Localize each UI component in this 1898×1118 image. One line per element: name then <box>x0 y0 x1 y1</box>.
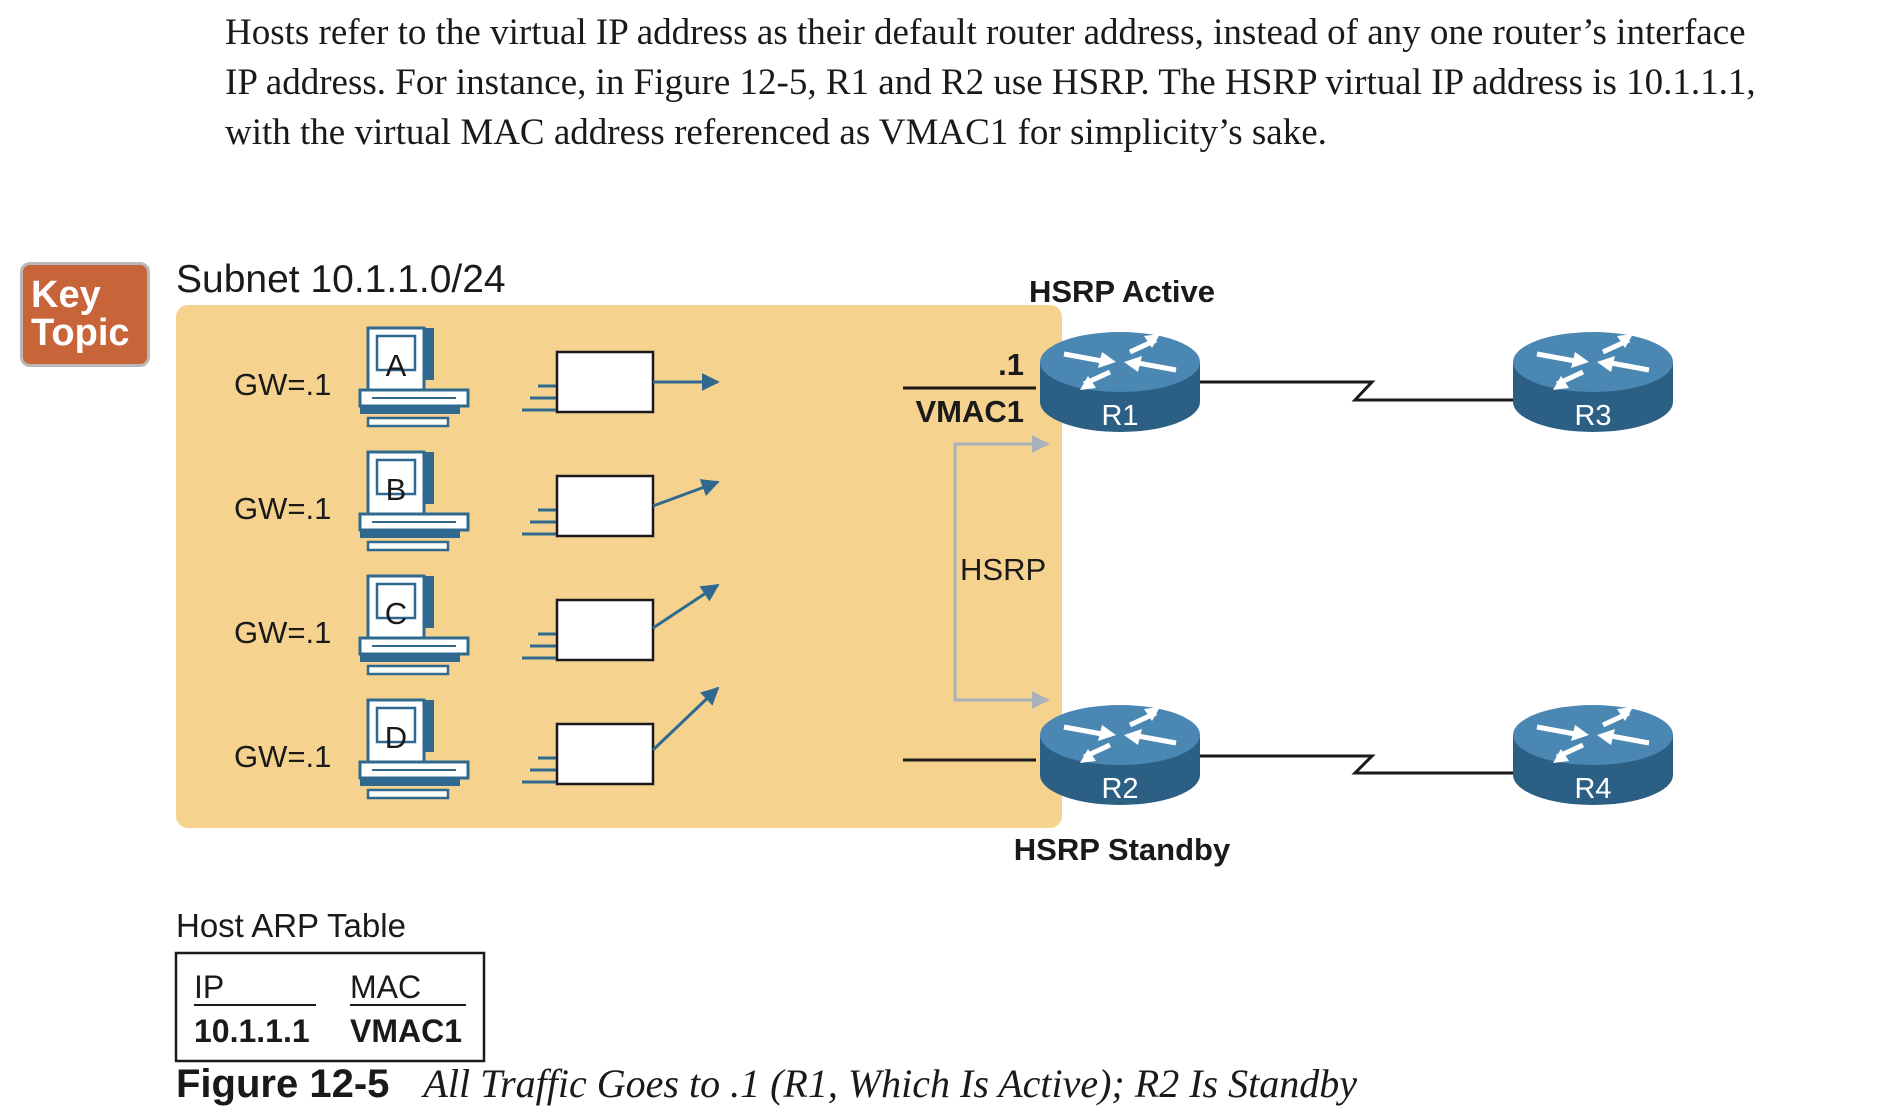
host-a-gateway-label: GW=.1 <box>234 367 331 402</box>
packet-b-arrow <box>652 479 720 508</box>
key-topic-line1: Key <box>31 274 101 316</box>
hsrp-standby-label: HSRP Standby <box>1014 832 1231 867</box>
hsrp-label: HSRP <box>960 552 1046 587</box>
subnet-area <box>176 305 1062 828</box>
arp-header-ip: IP <box>194 969 224 1005</box>
arp-header-mac: MAC <box>350 969 421 1005</box>
r3-label: R3 <box>1574 400 1611 432</box>
packet-d-arrow <box>651 686 720 752</box>
key-topic-line2: Topic <box>31 312 130 354</box>
key-topic-badge: Key Topic <box>20 262 150 367</box>
host-d-gateway-label: GW=.1 <box>234 739 331 774</box>
r2-r4-wan-link <box>1200 754 1513 775</box>
virtual-mac-label: VMAC1 <box>915 394 1024 429</box>
r2-label: R2 <box>1101 773 1138 805</box>
host-b-letter: B <box>386 472 407 507</box>
virtual-ip-label: .1 <box>998 347 1024 382</box>
r1-r3-wan-link <box>1200 380 1513 402</box>
arp-table-title: Host ARP Table <box>176 907 406 944</box>
host-a-letter: A <box>386 348 407 383</box>
hsrp-active-label: HSRP Active <box>1029 274 1215 309</box>
arp-row-mac: VMAC1 <box>350 1013 462 1049</box>
host-b-gateway-label: GW=.1 <box>234 491 331 526</box>
figure-number: Figure 12-5 <box>176 1062 390 1106</box>
host-c-letter: C <box>385 596 407 631</box>
r1-label: R1 <box>1101 400 1138 432</box>
host-d-letter: D <box>385 720 407 755</box>
host-c-gateway-label: GW=.1 <box>234 615 331 650</box>
r4-label: R4 <box>1574 773 1611 805</box>
hsrp-bracket <box>953 442 1046 702</box>
arp-table-box <box>174 951 486 1063</box>
figure-caption-text: All Traffic Goes to .1 (R1, Which Is Act… <box>423 1061 1357 1106</box>
intro-paragraph: Hosts refer to the virtual IP address as… <box>225 12 1756 153</box>
arp-row-ip: 10.1.1.1 <box>194 1013 310 1049</box>
subnet-label: Subnet 10.1.1.0/24 <box>176 258 506 301</box>
packet-c-arrow <box>652 583 720 630</box>
figure-caption: Figure 12-5 All Traffic Goes to .1 (R1, W… <box>176 1060 1357 1108</box>
